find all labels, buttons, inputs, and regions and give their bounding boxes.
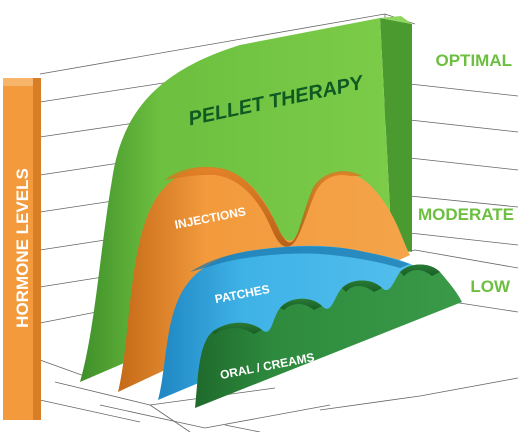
y-axis-label-bar: HORMONE LEVELS — [3, 78, 41, 420]
level-label-moderate: MODERATE — [418, 205, 514, 224]
level-label-low: LOW — [470, 277, 511, 296]
series-oral-creams: ORAL / CREAMS — [195, 264, 462, 408]
level-label-optimal: OPTIMAL — [436, 51, 513, 70]
y-axis-label: HORMONE LEVELS — [13, 168, 32, 328]
